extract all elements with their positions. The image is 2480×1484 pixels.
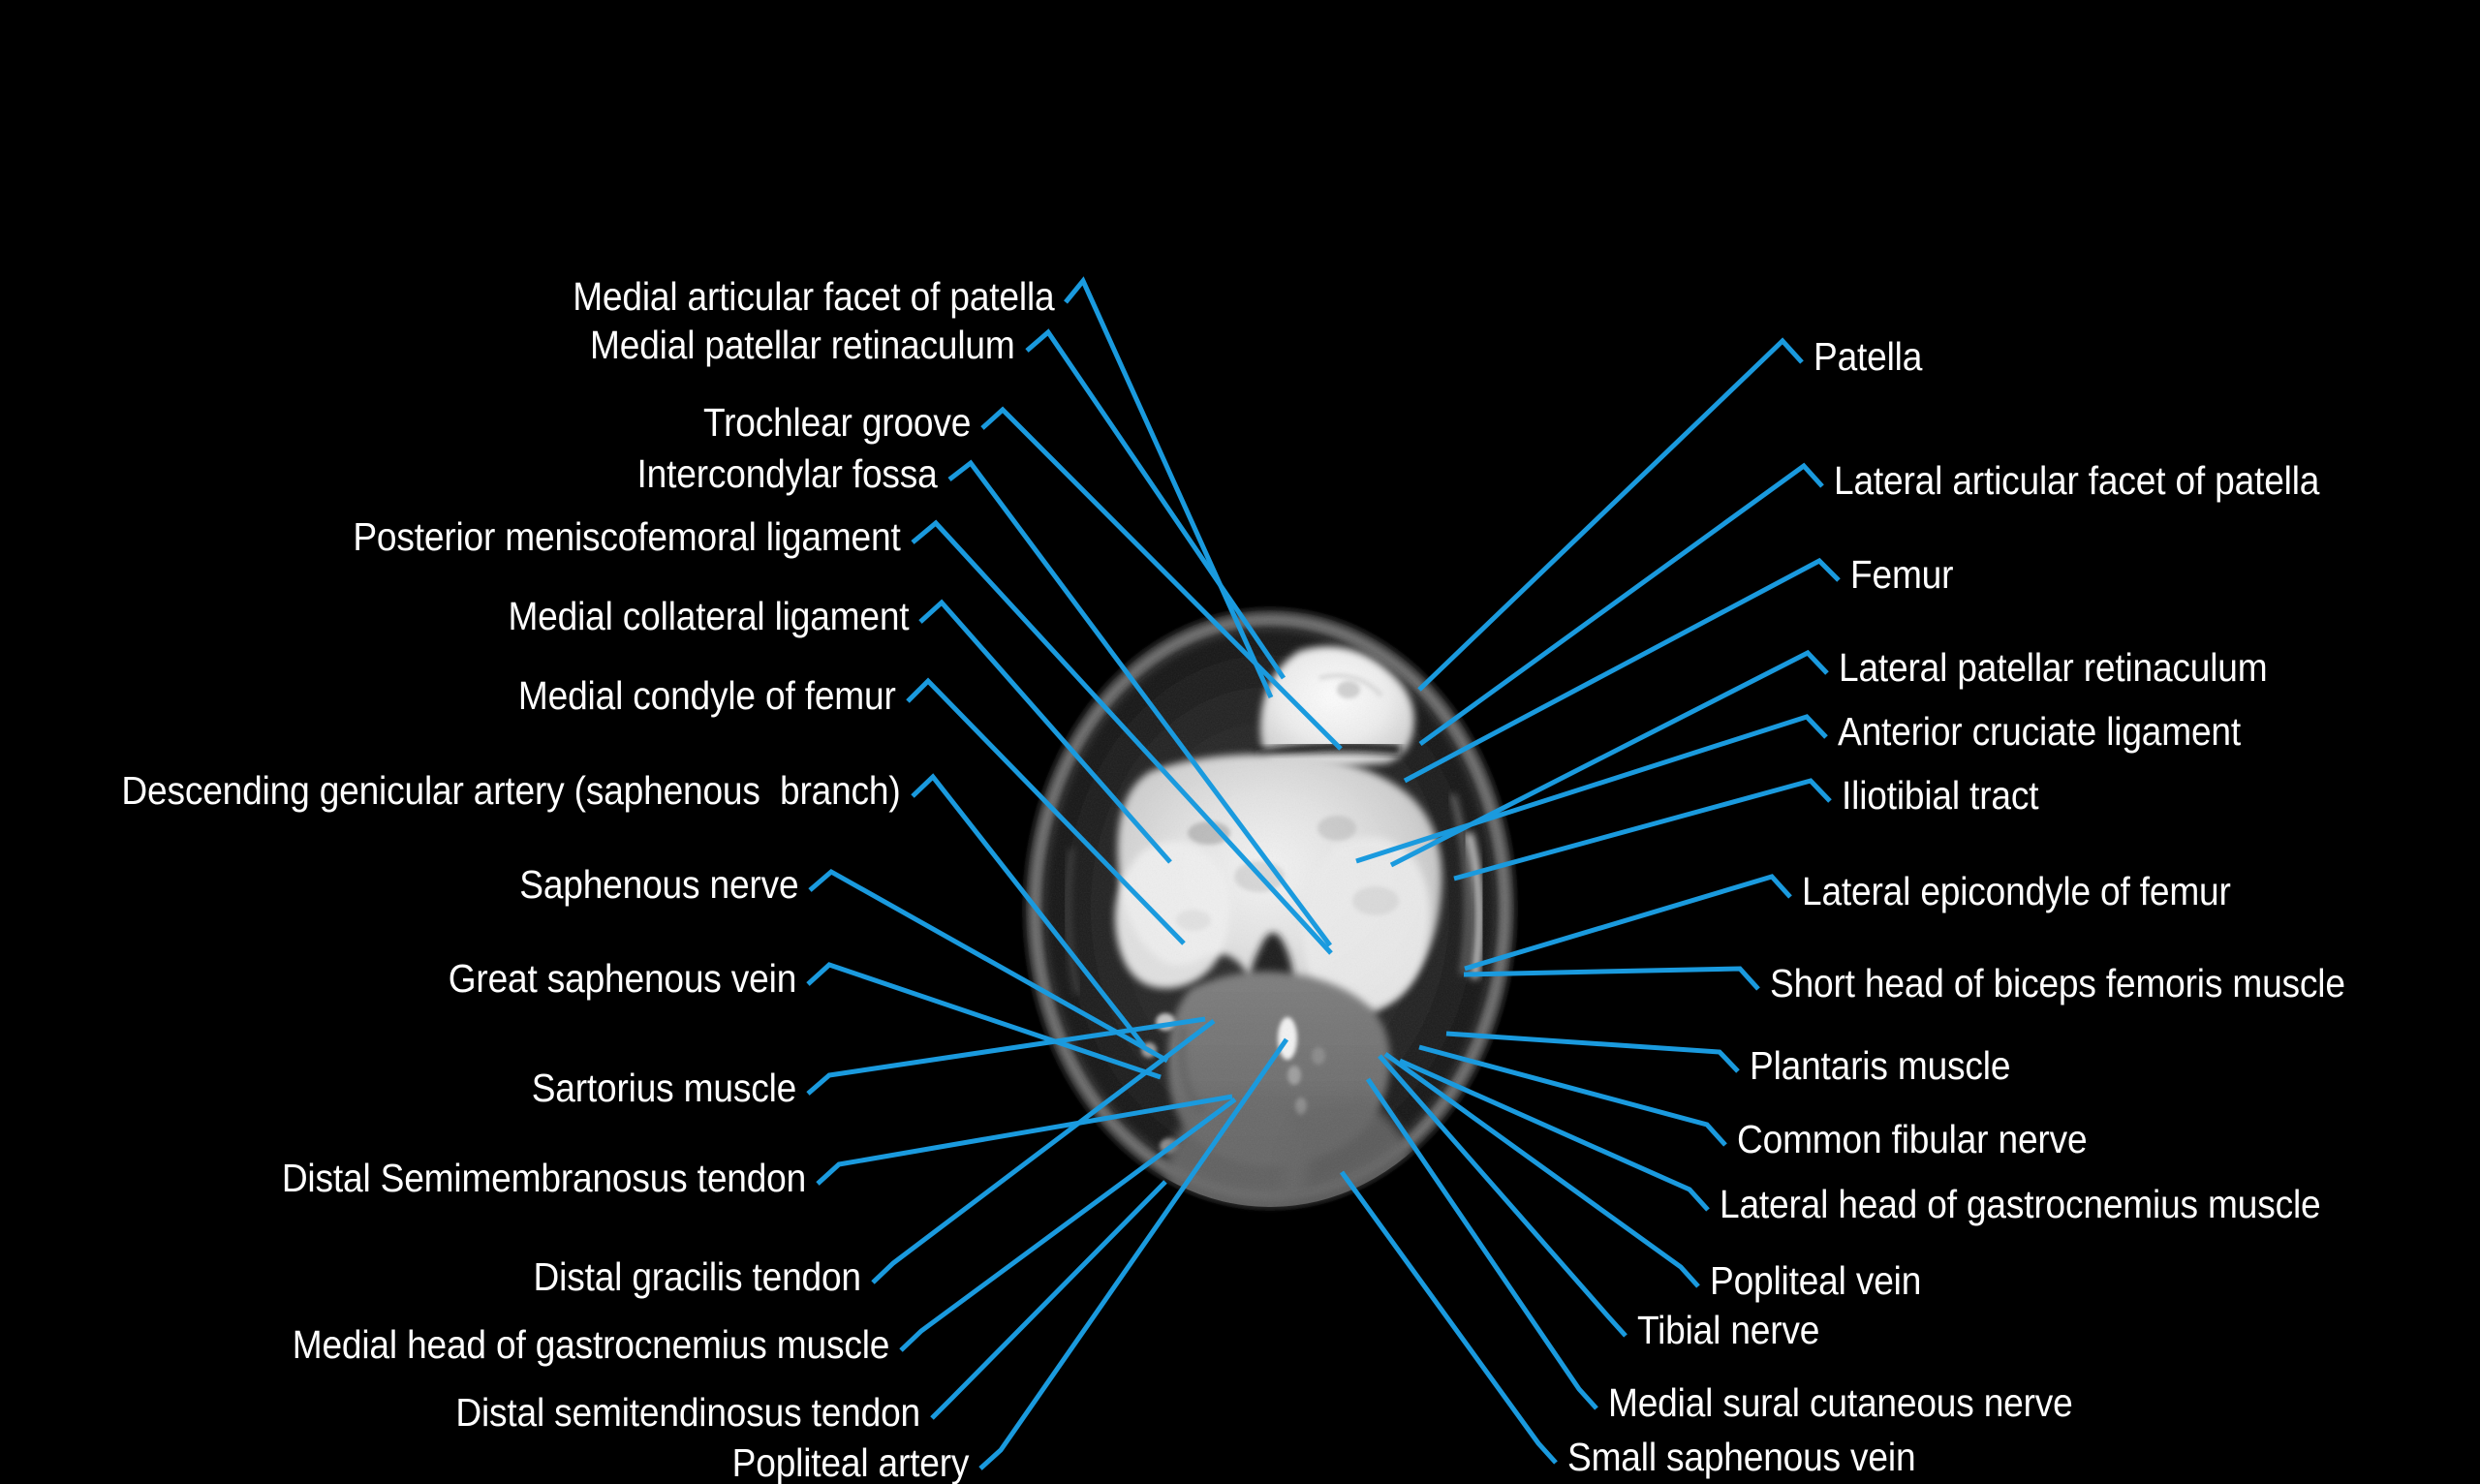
- annotation-label-medial-head-of-gastrocnemius-muscle: Medial head of gastrocnemius muscle: [292, 1322, 889, 1367]
- leader-line-medial-sural-cutaneous-nerve: [1365, 1077, 1598, 1410]
- annotation-label-distal-semitendinosus-tendon: Distal semitendinosus tendon: [455, 1390, 920, 1435]
- annotation-label-popliteal-artery: Popliteal artery: [731, 1440, 969, 1484]
- annotation-label-lateral-epicondyle-of-femur: Lateral epicondyle of femur: [1802, 869, 2231, 913]
- annotation-label-intercondylar-fossa: Intercondylar fossa: [636, 451, 938, 496]
- leader-line-intercondylar-fossa: [947, 459, 1333, 947]
- leader-line-saphenous-nerve: [808, 868, 1169, 1064]
- annotation-label-common-fibular-nerve: Common fibular nerve: [1737, 1117, 2088, 1161]
- leader-line-descending-genicular-artery-saphenous-branch: [911, 773, 1146, 1048]
- leader-line-lateral-epicondyle-of-femur: [1464, 874, 1792, 972]
- annotation-label-medial-collateral-ligament: Medial collateral ligament: [508, 594, 909, 638]
- leader-line-trochlear-groove: [980, 406, 1343, 751]
- annotation-label-iliotibial-tract: Iliotibial tract: [1842, 773, 2039, 818]
- leader-line-medial-collateral-ligament: [918, 599, 1172, 864]
- leader-line-distal-gracilis-tendon: [871, 1019, 1216, 1284]
- leader-line-common-fibular-nerve: [1418, 1044, 1727, 1147]
- leader-line-anterior-cruciate-ligament: [1355, 714, 1828, 864]
- leader-line-lateral-patellar-retinaculum: [1389, 649, 1829, 868]
- leader-line-tibial-nerve: [1378, 1054, 1628, 1338]
- annotation-label-distal-gracilis-tendon: Distal gracilis tendon: [533, 1254, 862, 1299]
- annotation-label-patella: Patella: [1814, 334, 1923, 379]
- annotation-label-lateral-head-of-gastrocnemius-muscle: Lateral head of gastrocnemius muscle: [1720, 1182, 2321, 1226]
- leader-line-femur: [1403, 557, 1841, 784]
- leader-line-lateral-articular-facet-of-patella: [1418, 462, 1824, 747]
- annotation-label-femur: Femur: [1850, 552, 1954, 597]
- leader-line-medial-head-of-gastrocnemius-muscle: [899, 1097, 1237, 1352]
- annotation-label-saphenous-nerve: Saphenous nerve: [518, 862, 798, 907]
- annotation-label-medial-condyle-of-femur: Medial condyle of femur: [518, 673, 896, 718]
- annotation-label-medial-articular-facet-of-patella: Medial articular facet of patella: [572, 274, 1054, 319]
- leader-line-patella: [1417, 337, 1804, 692]
- annotation-label-medial-sural-cutaneous-nerve: Medial sural cutaneous nerve: [1608, 1380, 2073, 1425]
- annotation-label-distal-semimembranosus-tendon: Distal Semimembranosus tendon: [281, 1156, 806, 1200]
- annotation-label-descending-genicular-artery-saphenous-branch: Descending genicular artery (saphenous b…: [121, 768, 901, 813]
- leader-line-short-head-of-biceps-femoris-muscle: [1463, 966, 1760, 991]
- leader-line-distal-semimembranosus-tendon: [816, 1094, 1233, 1186]
- annotation-label-lateral-patellar-retinaculum: Lateral patellar retinaculum: [1839, 645, 2268, 690]
- leader-line-plantaris-muscle: [1445, 1031, 1740, 1073]
- annotation-label-medial-patellar-retinaculum: Medial patellar retinaculum: [590, 323, 1015, 367]
- annotation-label-tibial-nerve: Tibial nerve: [1637, 1308, 1820, 1352]
- leader-line-posterior-meniscofemoral-ligament: [911, 519, 1333, 955]
- leader-line-distal-semitendinosus-tendon: [930, 1180, 1167, 1420]
- annotation-label-lateral-articular-facet-of-patella: Lateral articular facet of patella: [1834, 458, 2320, 503]
- leader-line-medial-condyle-of-femur: [906, 677, 1186, 945]
- leader-line-popliteal-vein: [1383, 1051, 1700, 1288]
- annotation-label-sartorius-muscle: Sartorius muscle: [531, 1066, 797, 1110]
- leader-line-lateral-head-of-gastrocnemius-muscle: [1398, 1058, 1710, 1212]
- leader-line-sartorius-muscle: [806, 1016, 1206, 1096]
- annotation-label-anterior-cruciate-ligament: Anterior cruciate ligament: [1838, 709, 2242, 754]
- annotation-label-small-saphenous-vein: Small saphenous vein: [1567, 1435, 1916, 1479]
- annotation-label-great-saphenous-vein: Great saphenous vein: [448, 956, 797, 1001]
- annotation-label-plantaris-muscle: Plantaris muscle: [1750, 1043, 2011, 1088]
- leader-line-great-saphenous-vein: [806, 962, 1162, 1080]
- leader-line-popliteal-artery: [978, 1037, 1289, 1470]
- annotation-label-short-head-of-biceps-femoris-muscle: Short head of biceps femoris muscle: [1770, 961, 2345, 1005]
- leader-line-medial-articular-facet-of-patella: [1064, 276, 1274, 699]
- annotation-label-popliteal-vein: Popliteal vein: [1710, 1258, 1922, 1303]
- leader-line-medial-patellar-retinaculum: [1025, 328, 1286, 680]
- annotation-label-posterior-meniscofemoral-ligament: Posterior meniscofemoral ligament: [353, 514, 901, 559]
- leader-line-iliotibial-tract: [1453, 778, 1832, 881]
- leader-line-small-saphenous-vein: [1339, 1170, 1558, 1465]
- annotation-label-trochlear-groove: Trochlear groove: [702, 400, 971, 445]
